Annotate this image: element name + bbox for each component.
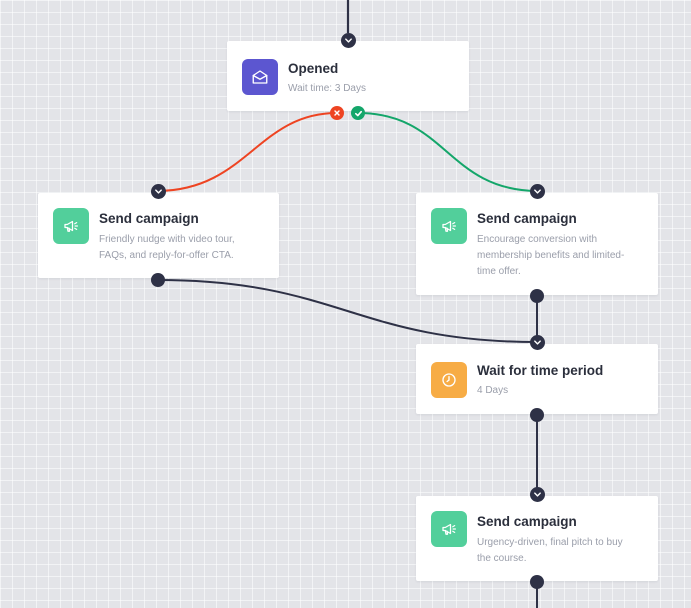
- clock-icon: [431, 362, 467, 398]
- node-send-campaign-yes[interactable]: Send campaign Encourage conversion with …: [416, 193, 658, 295]
- output-connector-campaign-no[interactable]: [151, 273, 165, 287]
- branch-no-badge[interactable]: [330, 106, 344, 120]
- node-subtitle: Wait time: 3 Days: [288, 83, 366, 94]
- node-title: Send campaign: [477, 514, 577, 529]
- node-subtitle: 4 Days: [477, 385, 509, 396]
- x-icon: [334, 110, 340, 116]
- node-description: Encourage conversion with membership ben…: [477, 234, 625, 277]
- node-wait-for-time-period[interactable]: Wait for time period 4 Days: [416, 344, 658, 414]
- input-connector-campaign-final[interactable]: [529, 486, 545, 502]
- edge-yes-branch: [357, 112, 538, 192]
- input-connector-campaign-no[interactable]: [150, 183, 166, 199]
- megaphone-icon: [431, 511, 467, 547]
- branch-yes-badge[interactable]: [351, 106, 365, 120]
- node-send-campaign-final[interactable]: Send campaign Urgency-driven, final pitc…: [416, 496, 658, 581]
- node-title: Opened: [288, 61, 339, 76]
- node-title: Wait for time period: [477, 363, 604, 378]
- megaphone-icon: [53, 208, 89, 244]
- edge-campaign-no-to-wait: [157, 279, 538, 343]
- input-connector-opened[interactable]: [340, 32, 356, 48]
- chevron-down-icon: [533, 491, 541, 497]
- node-description: Friendly nudge with video tour, FAQs, an…: [99, 234, 235, 261]
- node-title: Send campaign: [99, 211, 199, 226]
- check-icon: [354, 110, 362, 116]
- output-connector-campaign-final[interactable]: [530, 575, 544, 589]
- node-send-campaign-no[interactable]: Send campaign Friendly nudge with video …: [38, 193, 279, 278]
- output-connector-campaign-yes[interactable]: [530, 289, 544, 303]
- node-opened[interactable]: Opened Wait time: 3 Days: [227, 41, 469, 111]
- node-description: Urgency-driven, final pitch to buy the c…: [477, 537, 623, 564]
- output-connector-wait[interactable]: [530, 408, 544, 422]
- envelope-open-icon: [242, 59, 278, 95]
- edge-no-branch: [157, 112, 338, 192]
- node-title: Send campaign: [477, 211, 577, 226]
- chevron-down-icon: [533, 339, 541, 345]
- chevron-down-icon: [344, 37, 352, 43]
- chevron-down-icon: [154, 188, 162, 194]
- input-connector-wait[interactable]: [529, 334, 545, 350]
- input-connector-campaign-yes[interactable]: [529, 183, 545, 199]
- chevron-down-icon: [533, 188, 541, 194]
- megaphone-icon: [431, 208, 467, 244]
